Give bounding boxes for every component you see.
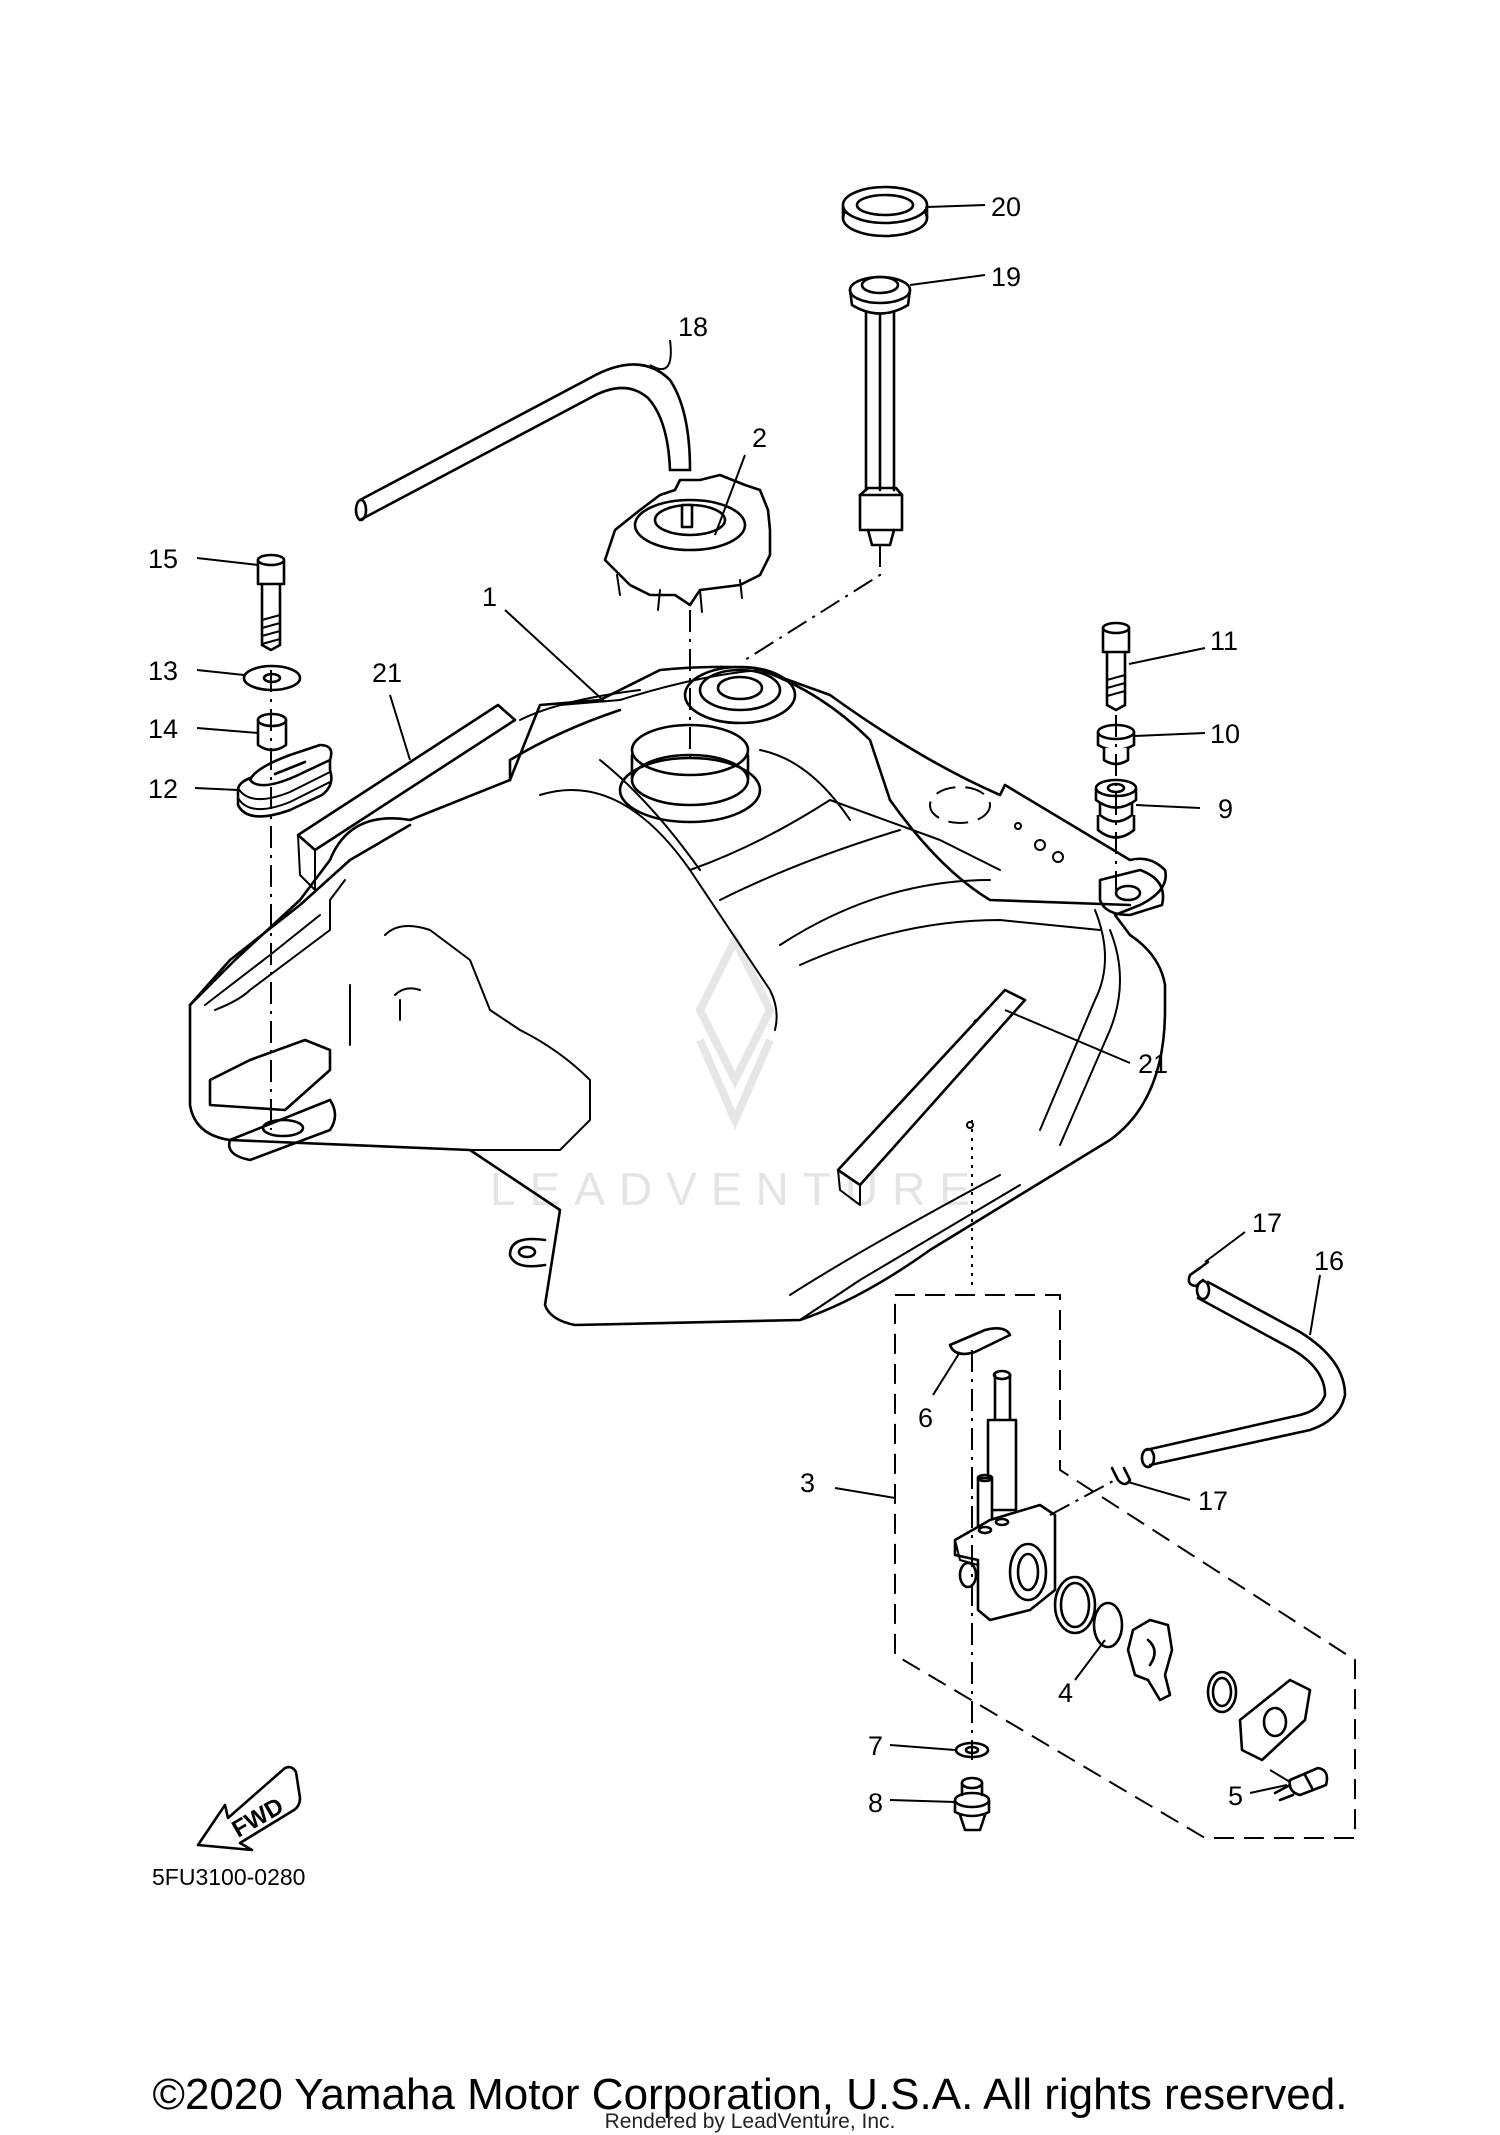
watermark-text: LEADVENTURE — [490, 1163, 984, 1215]
leader-lines — [194, 204, 1321, 1803]
damper-strip-left — [296, 703, 517, 891]
callout-10: 10 — [1210, 719, 1240, 749]
hose-clip-upper — [1187, 1260, 1210, 1288]
breather-hose — [354, 363, 692, 522]
callout-2: 2 — [752, 423, 767, 453]
callout-5: 5 — [1228, 1781, 1243, 1811]
callout-8: 8 — [868, 1788, 883, 1818]
bolt-11 — [1101, 621, 1131, 712]
grommet-12 — [236, 743, 333, 818]
callout-18: 18 — [678, 312, 708, 342]
callout-19: 19 — [991, 262, 1021, 292]
callout-3: 3 — [800, 1468, 815, 1498]
alignment-lines — [270, 545, 1291, 1783]
callout-11: 11 — [1210, 626, 1238, 656]
callout-21-left: 21 — [372, 658, 402, 688]
fuel-tank — [188, 665, 1167, 1327]
damper-strip-right — [836, 988, 1027, 1206]
callout-13: 13 — [148, 656, 178, 686]
diagram-code: 5FU3100-0280 — [152, 1864, 305, 1890]
fuel-gauge — [848, 275, 912, 547]
o-ring-inner — [1092, 1601, 1124, 1649]
callout-12: 12 — [148, 774, 178, 804]
callout-14: 14 — [148, 714, 178, 744]
copyright-notice: ©2020 Yamaha Motor Corporation, U.S.A. A… — [152, 2070, 1348, 2119]
gauge-cover — [841, 185, 929, 238]
callout-4: 4 — [1058, 1678, 1073, 1708]
callout-20: 20 — [991, 192, 1021, 222]
rendered-by-notice: Rendered by LeadVenture, Inc. — [604, 2110, 896, 2133]
bolt-15 — [256, 553, 286, 652]
callout-7: 7 — [868, 1731, 883, 1761]
callout-6: 6 — [918, 1403, 933, 1433]
callout-17-upper: 17 — [1252, 1208, 1282, 1238]
callout-labels: 20 19 18 2 15 1 13 21 14 12 11 10 9 21 1… — [148, 192, 1344, 1818]
callout-9: 9 — [1218, 794, 1233, 824]
callout-21-right: 21 — [1138, 1049, 1168, 1079]
fuel-cap — [603, 473, 772, 613]
forward-arrow-icon: FWD — [196, 1765, 302, 1852]
callout-1: 1 — [482, 582, 497, 612]
callout-15: 15 — [148, 544, 178, 574]
leadventure-watermark: LEADVENTURE — [490, 931, 984, 1215]
hose-clip-lower — [1110, 1466, 1132, 1486]
fuel-cock-assembly — [894, 1294, 1356, 1839]
bolt-8 — [953, 1776, 991, 1832]
callout-17-lower: 17 — [1198, 1486, 1228, 1516]
strainer-seal — [948, 1327, 1012, 1356]
callout-16: 16 — [1314, 1246, 1344, 1276]
